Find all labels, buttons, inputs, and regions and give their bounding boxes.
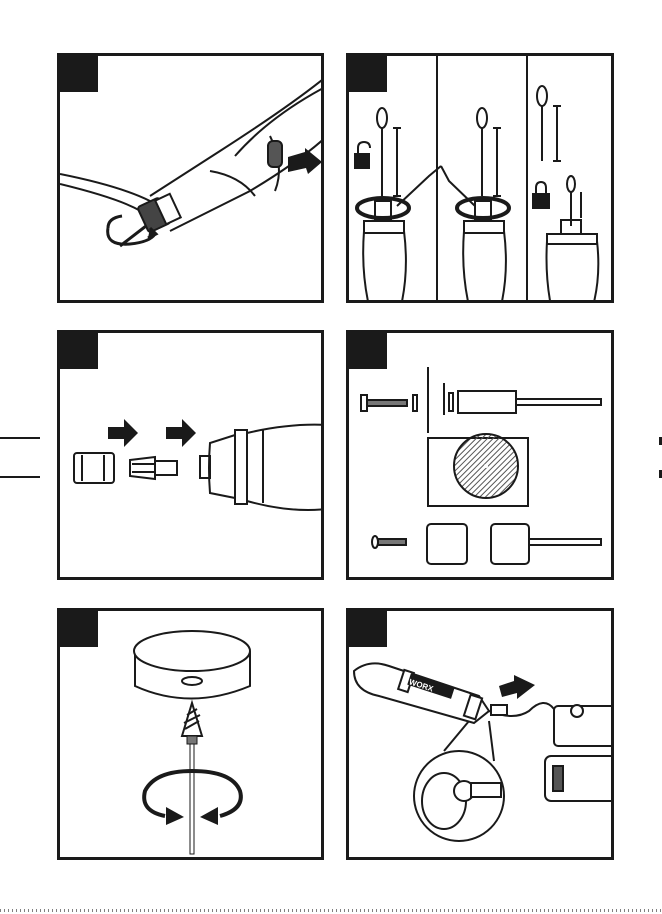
lock-button-icon — [268, 141, 282, 167]
arrow-right-icon — [108, 419, 196, 447]
bottom-dotted-edge — [0, 909, 662, 912]
battery-pack-icon — [545, 705, 614, 801]
tool-body-icon — [354, 663, 489, 723]
figure-4-illustration — [349, 333, 614, 580]
figure-3-illustration — [60, 333, 324, 580]
sanding-drum-icon — [372, 524, 601, 564]
unlock-icon — [355, 142, 370, 168]
figure-5-illustration — [60, 611, 324, 860]
figure-5-panel: 5 — [57, 608, 324, 860]
bit-icon — [182, 703, 202, 854]
magnifier-icon — [414, 721, 504, 841]
push-arrow-icon — [499, 675, 535, 699]
push-arrow-icon — [288, 148, 322, 174]
figure-6-panel: 6 WORX — [346, 608, 614, 860]
collet-nut-icon — [74, 453, 114, 483]
figure-1-illustration — [60, 56, 324, 303]
figure-1-panel: 1 — [57, 53, 324, 303]
figure-6-illustration: WORX — [349, 611, 614, 860]
mandrel-icon — [361, 367, 601, 433]
figure-2-illustration — [349, 56, 614, 303]
tool-body-icon — [200, 425, 324, 510]
lock-icon — [533, 182, 549, 208]
cutting-disc-icon — [428, 434, 528, 506]
collet-icon — [130, 457, 177, 479]
edge-marker-left-2 — [0, 476, 40, 478]
figure-2-panel: 2 — [346, 53, 614, 303]
figure-4-panel: 4 — [346, 330, 614, 580]
figure-3-panel: 3 — [57, 330, 324, 580]
edge-marker-left-1 — [0, 437, 40, 439]
polishing-wheel-icon — [134, 631, 250, 699]
